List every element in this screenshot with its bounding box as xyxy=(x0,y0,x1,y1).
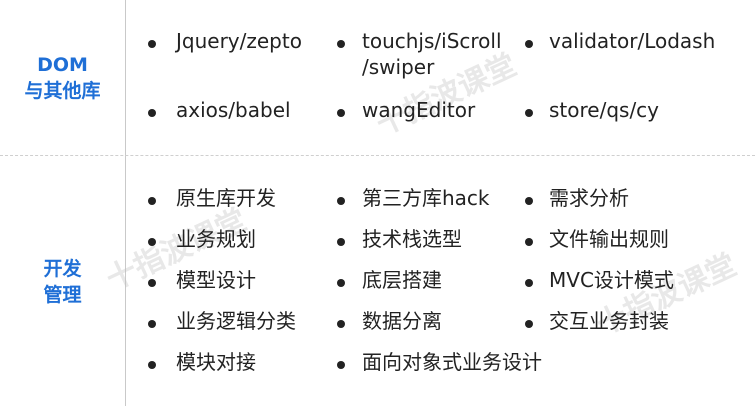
list-item: 面向对象式业务设计 xyxy=(362,350,542,374)
section-label-line: 开发 xyxy=(43,258,82,280)
bullet-dot xyxy=(525,109,533,117)
bullet-dot xyxy=(337,109,345,117)
section-label-dev: 开发 管理 xyxy=(0,256,125,308)
list-item: /swiper xyxy=(362,55,435,79)
bullet-dot xyxy=(337,320,345,328)
section-label-dom: DOM 与其他库 xyxy=(0,52,125,104)
list-item: 数据分离 xyxy=(362,309,442,333)
bullet-dot xyxy=(148,40,156,48)
bullet-dot xyxy=(525,279,533,287)
list-item: 模块对接 xyxy=(176,350,256,374)
bullet-dot xyxy=(337,40,345,48)
column-divider xyxy=(125,0,126,406)
list-item: 第三方库hack xyxy=(362,186,490,210)
list-item: axios/babel xyxy=(176,98,291,122)
list-item: wangEditor xyxy=(362,98,476,122)
list-item: 业务规划 xyxy=(176,227,256,251)
section-label-line: 与其他库 xyxy=(24,80,101,102)
bullet-dot xyxy=(337,279,345,287)
list-item: 底层搭建 xyxy=(362,268,442,292)
bullet-dot xyxy=(525,238,533,246)
bullet-dot xyxy=(148,238,156,246)
bullet-dot xyxy=(148,279,156,287)
list-item: 文件输出规则 xyxy=(549,227,669,251)
list-item: 技术栈选型 xyxy=(362,227,462,251)
list-item: 交互业务封装 xyxy=(549,309,669,333)
list-item: 业务逻辑分类 xyxy=(176,309,296,333)
row-divider xyxy=(0,155,755,156)
bullet-dot xyxy=(337,197,345,205)
section-label-line: 管理 xyxy=(43,284,82,306)
list-item: MVC设计模式 xyxy=(549,268,674,292)
bullet-dot xyxy=(337,238,345,246)
bullet-dot xyxy=(337,361,345,369)
bullet-dot xyxy=(148,197,156,205)
bullet-dot xyxy=(525,197,533,205)
list-item: store/qs/cy xyxy=(549,98,660,122)
bullet-dot xyxy=(148,320,156,328)
list-item: 需求分析 xyxy=(549,186,629,210)
list-item: touchjs/iScroll xyxy=(362,29,502,53)
bullet-dot xyxy=(148,361,156,369)
bullet-dot xyxy=(525,320,533,328)
list-item: 原生库开发 xyxy=(176,186,276,210)
list-item: validator/Lodash xyxy=(549,29,716,53)
bullet-dot xyxy=(525,40,533,48)
list-item: 模型设计 xyxy=(176,268,256,292)
bullet-dot xyxy=(148,109,156,117)
list-item: Jquery/zepto xyxy=(176,29,302,53)
section-label-line: DOM xyxy=(37,54,88,76)
